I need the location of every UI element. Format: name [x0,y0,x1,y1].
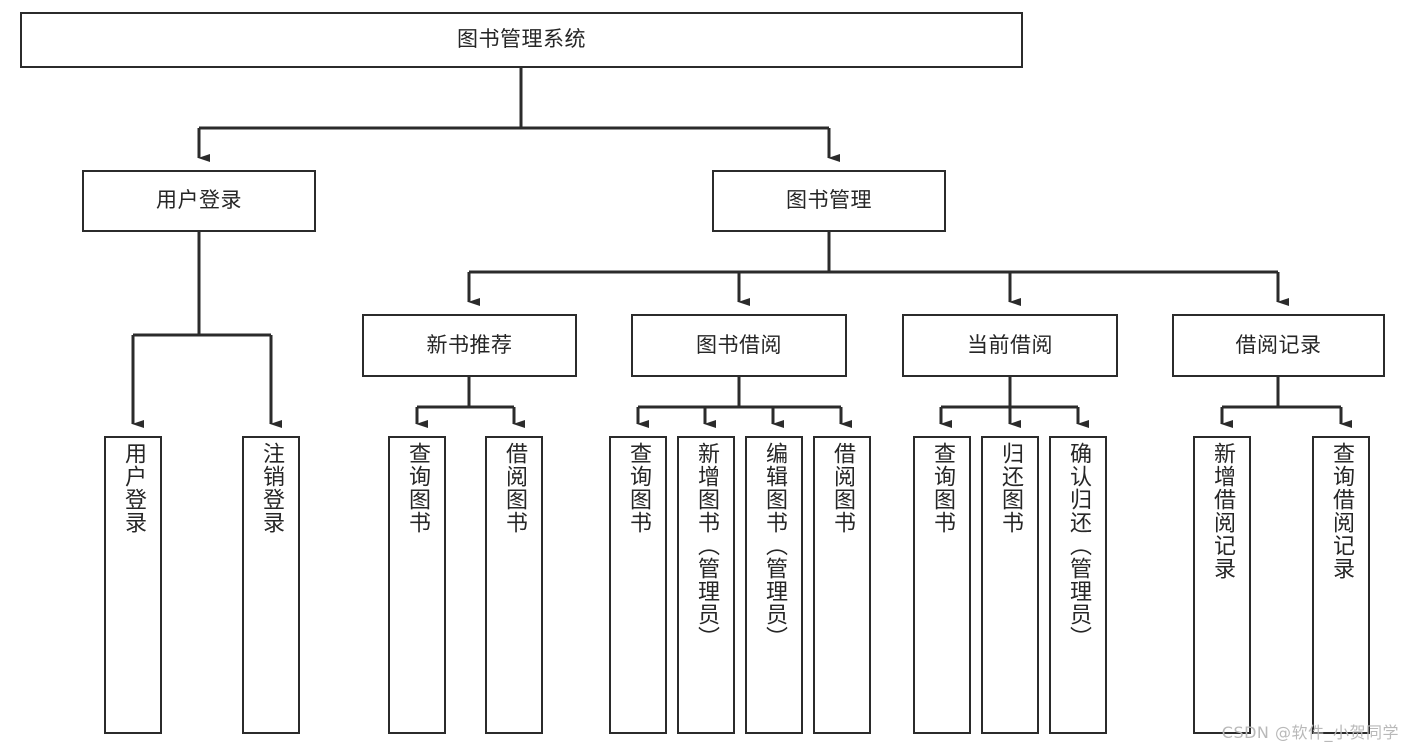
leaf-query-book-label: 查询图书 [626,442,651,534]
leaf-add-book-admin-label: 新增图书（管理员） [694,442,719,649]
leaf-borrow-book-recommend-label: 借阅图书 [502,442,527,534]
node-user-login-label: 用户登录 [156,188,242,213]
node-borrow-records[interactable]: 借阅记录 [1172,314,1385,377]
leaf-query-borrow-record-label: 查询借阅记录 [1329,442,1354,580]
leaf-confirm-return-admin-label: 确认归还（管理员） [1066,442,1091,649]
node-root-label: 图书管理系统 [457,27,586,52]
leaf-borrow-book-label: 借阅图书 [830,442,855,534]
leaf-query-borrow-record[interactable]: 查询借阅记录 [1312,436,1370,734]
leaf-edit-book-admin-label: 编辑图书（管理员） [762,442,787,649]
node-new-book-recommend[interactable]: 新书推荐 [362,314,577,377]
leaf-edit-book-admin[interactable]: 编辑图书（管理员） [745,436,803,734]
node-book-borrow-label: 图书借阅 [696,332,782,357]
leaf-add-borrow-record-label: 新增借阅记录 [1210,442,1235,580]
leaf-query-book[interactable]: 查询图书 [609,436,667,734]
leaf-logout[interactable]: 注销登录 [242,436,300,734]
node-book-borrow[interactable]: 图书借阅 [631,314,847,377]
node-current-borrow[interactable]: 当前借阅 [902,314,1118,377]
leaf-return-book-label: 归还图书 [998,442,1023,534]
leaf-user-login-label: 用户登录 [121,442,146,534]
leaf-query-book-current[interactable]: 查询图书 [913,436,971,734]
node-user-login[interactable]: 用户登录 [82,170,316,232]
leaf-query-book-current-label: 查询图书 [930,442,955,534]
leaf-add-book-admin[interactable]: 新增图书（管理员） [677,436,735,734]
leaf-query-book-recommend[interactable]: 查询图书 [388,436,446,734]
leaf-return-book[interactable]: 归还图书 [981,436,1039,734]
leaf-borrow-book[interactable]: 借阅图书 [813,436,871,734]
leaf-borrow-book-recommend[interactable]: 借阅图书 [485,436,543,734]
node-root[interactable]: 图书管理系统 [20,12,1023,68]
node-new-book-recommend-label: 新书推荐 [426,332,513,357]
watermark: CSDN @软件_小贺同学 [1221,723,1399,742]
leaf-logout-label: 注销登录 [259,442,284,534]
node-book-management-label: 图书管理 [786,188,872,213]
leaf-query-book-recommend-label: 查询图书 [405,442,430,534]
node-current-borrow-label: 当前借阅 [967,332,1053,357]
leaf-confirm-return-admin[interactable]: 确认归还（管理员） [1049,436,1107,734]
leaf-add-borrow-record[interactable]: 新增借阅记录 [1193,436,1251,734]
node-book-management[interactable]: 图书管理 [712,170,946,232]
leaf-user-login[interactable]: 用户登录 [104,436,162,734]
node-borrow-records-label: 借阅记录 [1235,332,1322,357]
